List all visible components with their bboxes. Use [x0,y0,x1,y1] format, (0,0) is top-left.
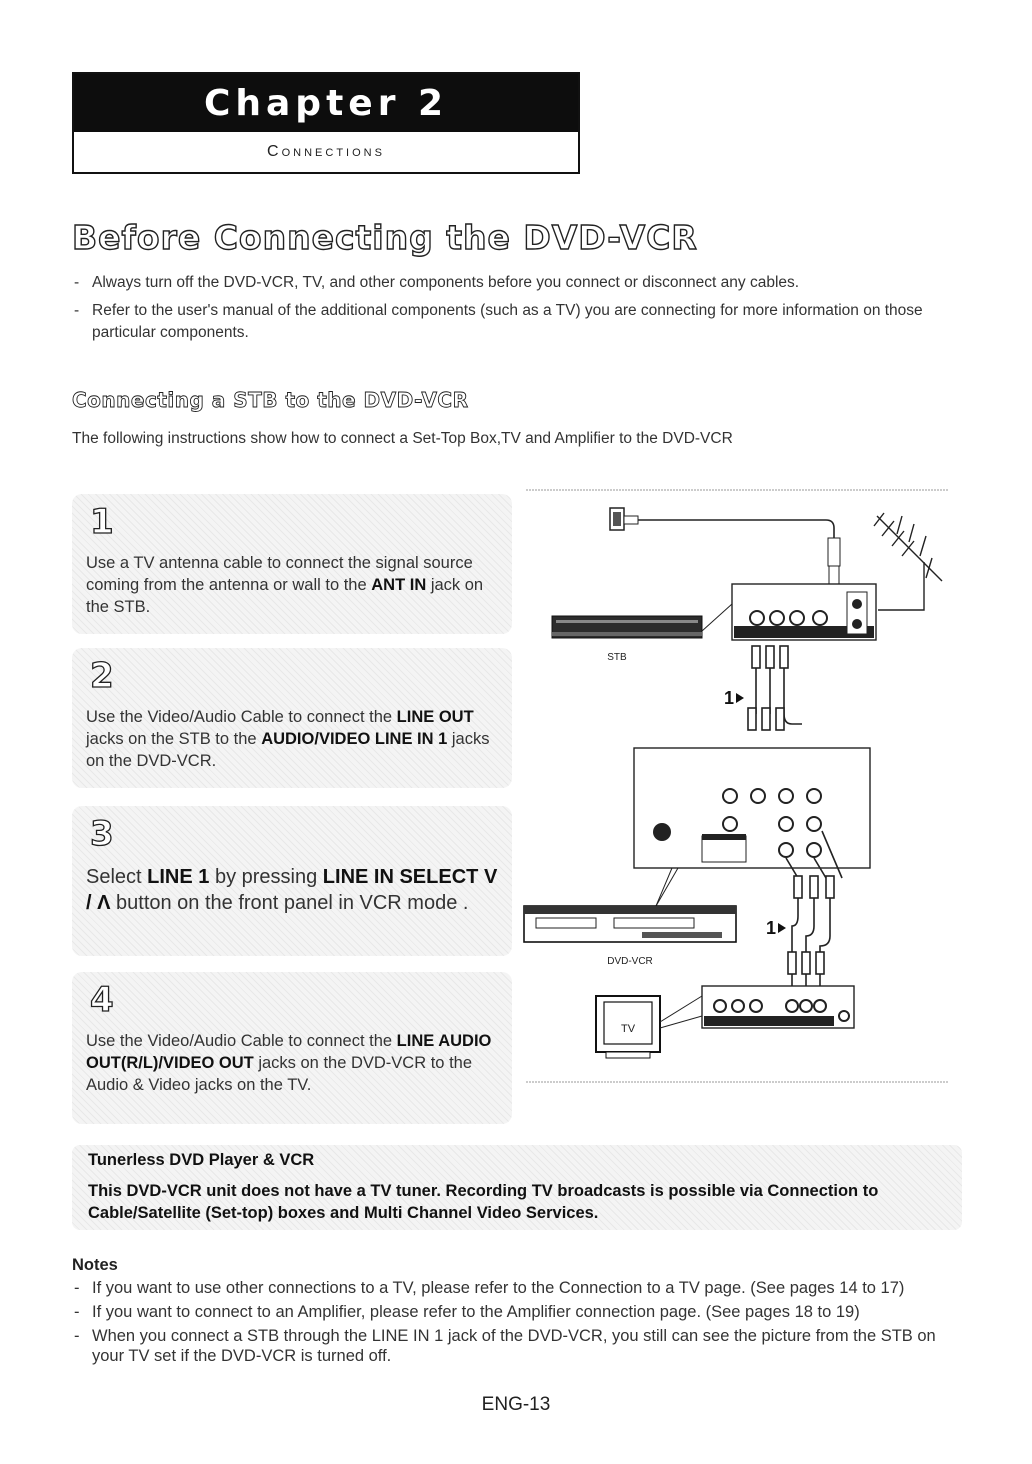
section-intro: The following instructions show how to c… [72,430,733,447]
chapter-label: Chapter 2 [74,74,578,132]
stb-label: STB [607,652,627,663]
step-4: 4 Use the Video/Audio Cable to connect t… [72,972,512,1124]
intro-bullet: Always turn off the DVD-VCR, TV, and oth… [72,272,972,294]
note-item: If you want to use other connections to … [72,1278,972,1298]
step-number: 2 [89,655,114,696]
stb-rear-panel [731,583,877,641]
antenna-icon [873,512,943,611]
intro-bullets: Always turn off the DVD-VCR, TV, and oth… [72,272,972,350]
tv-rear-panel [701,985,855,1029]
step-1: 1 Use a TV antenna cable to connect the … [72,494,512,634]
connection-diagram: STB 1 [523,489,948,1083]
dvdvcr-unit-icon [523,905,737,943]
step-text: Select LINE 1 by pressing LINE IN SELECT… [86,866,498,914]
step-number: 4 [89,979,114,1020]
step-number: 1 [89,501,114,542]
step-marker-arrow-icon [778,923,786,933]
step-marker: 1 [724,688,734,708]
section-title: Connecting a STB to the DVD-VCR [72,388,469,413]
callout-body: This DVD-VCR unit does not have a TV tun… [88,1182,879,1222]
notes-list: If you want to use other connections to … [72,1278,972,1370]
step-marker: 1 [766,918,776,938]
step-text: Use a TV antenna cable to connect the si… [86,554,484,616]
tv-icon [595,995,661,1059]
coax-plug-icon [827,537,841,567]
step-3: 3 Select LINE 1 by pressing LINE IN SELE… [72,806,512,956]
notes-title: Notes [72,1256,118,1274]
av-cable-dvdvcr-to-tv [785,830,843,1002]
callout-line [655,867,673,907]
callout-line [655,867,679,907]
step-text: Use the Video/Audio Cable to connect the… [86,708,490,770]
dvdvcr-label: DVD-VCR [607,956,653,967]
step-marker-arrow-icon [736,693,744,703]
callout-line [659,1015,703,1029]
stb-unit-icon [551,615,703,639]
coax-plug-icon [828,565,840,587]
chapter-section: Connections [267,143,385,160]
av-cable-stb-to-dvdvcr [747,645,802,731]
callout-line [701,603,733,632]
page-number: ENG-13 [481,1394,551,1415]
intro-bullet: Refer to the user's manual of the additi… [72,300,972,344]
step-2: 2 Use the Video/Audio Cable to connect t… [72,648,512,788]
tv-label: TV [621,1023,636,1035]
wall-outlet-icon [609,507,639,531]
tunerless-callout: Tunerless DVD Player & VCR This DVD-VCR … [72,1145,962,1230]
dvdvcr-rear-panel [633,747,871,869]
chapter-header: Chapter 2 Connections [72,72,580,174]
step-text: Use the Video/Audio Cable to connect the… [86,1032,492,1094]
callout-title: Tunerless DVD Player & VCR [88,1151,315,1169]
note-item: If you want to connect to an Amplifier, … [72,1302,972,1322]
callout-line [659,995,703,1023]
note-item: When you connect a STB through the LINE … [72,1326,972,1366]
page-title: Before Connecting the DVD-VCR [71,217,698,257]
antenna-cable [638,519,835,550]
step-number: 3 [89,813,114,854]
